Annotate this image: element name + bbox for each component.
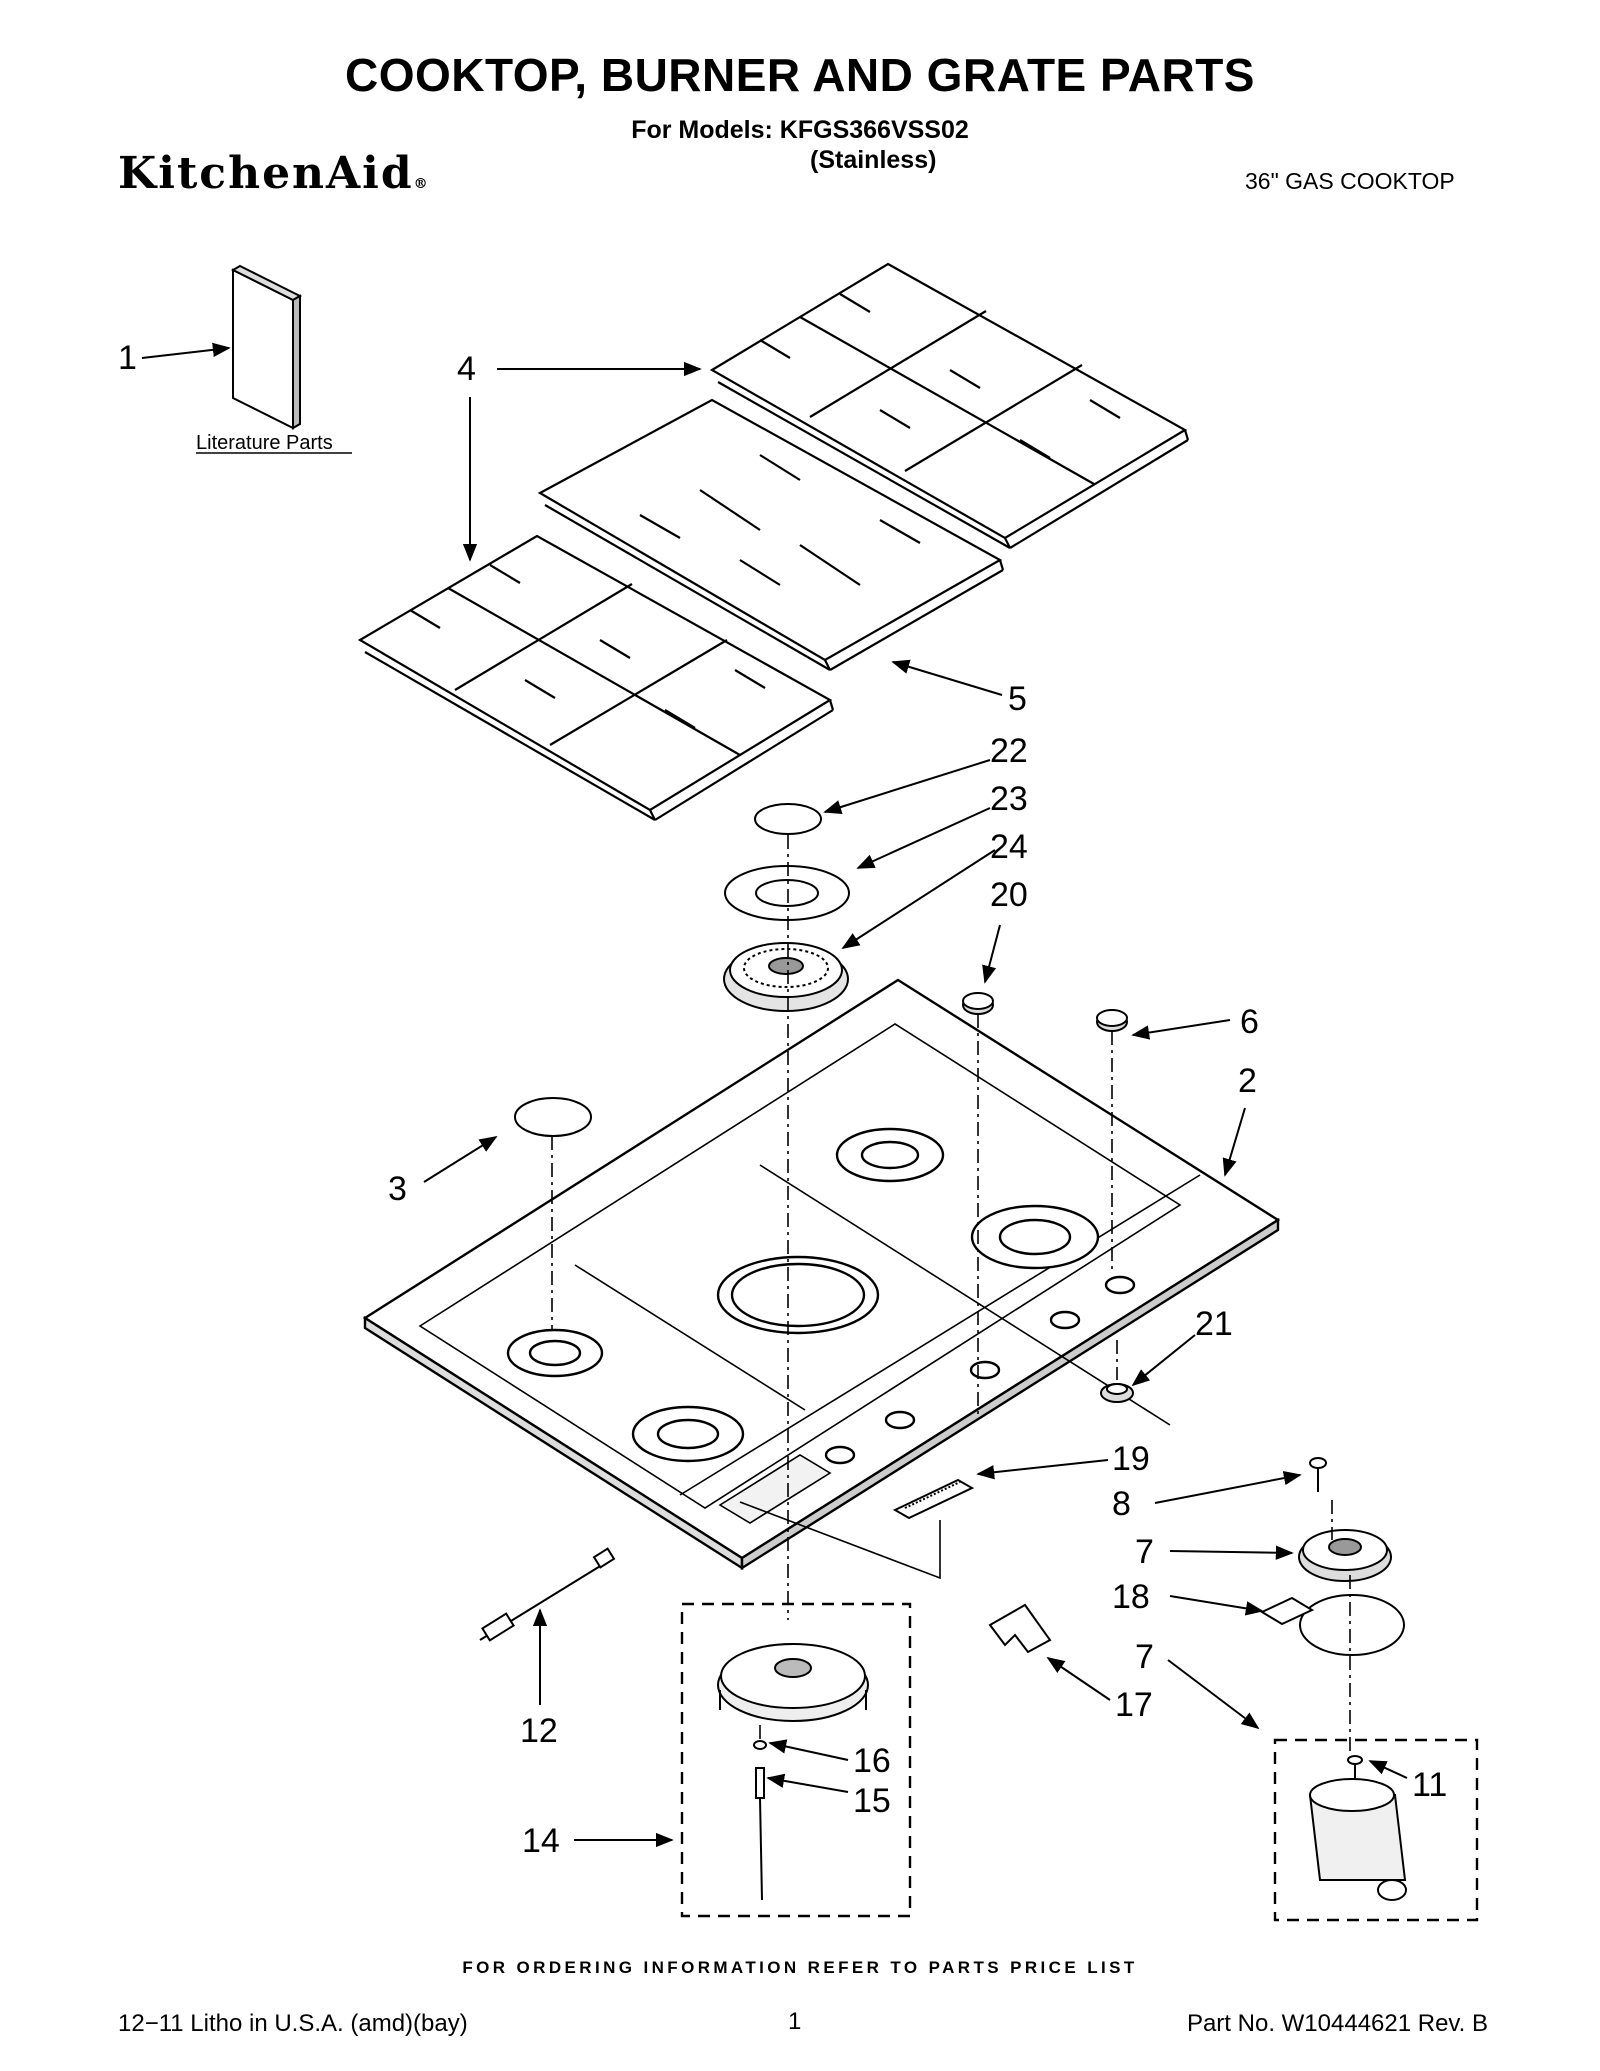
callout-11: 11 <box>1412 1766 1447 1804</box>
callout-arrows <box>141 342 1408 1848</box>
part-number: Part No. W10444621 Rev. B <box>1186 2010 1488 2037</box>
models-line: For Models: KFGS366VSS02 <box>631 116 969 144</box>
mounting-guide-line <box>739 1501 941 1580</box>
retainer-ring-18 <box>1259 1594 1405 1656</box>
burner-cap-3 <box>514 1097 592 1137</box>
callout-22: 22 <box>990 732 1028 770</box>
page-title: COOKTOP, BURNER AND GRATE PARTS <box>344 49 1255 101</box>
burner-head <box>723 942 849 1012</box>
callout-15: 15 <box>853 1782 891 1820</box>
registered-mark: ® <box>413 176 428 192</box>
grate-right <box>709 262 1190 549</box>
grate-center <box>537 398 1005 671</box>
assembly-box-7 <box>1273 1738 1479 1922</box>
burner-base-14 <box>717 1643 869 1722</box>
callout-24: 24 <box>990 828 1028 866</box>
callout-16: 16 <box>853 1742 891 1780</box>
cooktop-panel <box>362 978 1281 1571</box>
small-burner-cap-20 <box>962 992 994 1015</box>
small-burner-cap-6 <box>1096 1009 1128 1032</box>
callout-17: 17 <box>1115 1686 1153 1724</box>
callout-3: 3 <box>388 1170 407 1208</box>
page-number: 1 <box>788 2008 802 2035</box>
finish-label: (Stainless) <box>810 146 937 174</box>
brand-logo: KitchenAid® <box>118 148 428 199</box>
product-label: 36" GAS COOKTOP <box>1245 168 1455 194</box>
grommet-21 <box>1100 1383 1134 1403</box>
callout-2: 2 <box>1238 1062 1257 1100</box>
nameplate-19 <box>892 1478 975 1520</box>
screw-10 <box>1309 1457 1327 1492</box>
callout-21: 21 <box>1195 1305 1233 1343</box>
clip-17 <box>988 1603 1052 1654</box>
brand-name: KitchenAid <box>118 148 414 199</box>
litho-text: 12−11 Litho in U.S.A. (amd)(bay) <box>118 2010 468 2037</box>
literature-label: Literature Parts <box>196 432 333 454</box>
callout-4: 4 <box>457 350 476 388</box>
callout-20: 20 <box>990 876 1028 914</box>
callout-19: 19 <box>1112 1440 1150 1478</box>
spark-igniter-12 <box>479 1547 616 1642</box>
callout-8: 7 <box>1135 1533 1154 1571</box>
callout-7: 7 <box>1135 1638 1154 1676</box>
alignment-lines <box>551 835 1351 1755</box>
assembly-box-14 <box>680 1602 912 1918</box>
callout-12: 12 <box>520 1712 558 1750</box>
burner-cap <box>754 803 822 835</box>
burner-spreader-ring <box>724 865 850 921</box>
grate-left <box>357 534 835 821</box>
electrode-15-16 <box>753 1740 767 1901</box>
callout-5: 5 <box>1008 680 1027 718</box>
ordering-note: FOR ORDERING INFORMATION REFER TO PARTS … <box>462 1958 1138 1977</box>
callout-numbers: 1 4 5 22 23 24 20 6 2 3 21 19 8 7 18 7 1… <box>118 339 1447 1860</box>
burner-base-7 <box>1308 1755 1407 1901</box>
callout-6: 6 <box>1240 1003 1259 1041</box>
callout-18: 18 <box>1112 1578 1150 1616</box>
callout-10: 8 <box>1112 1485 1131 1523</box>
callout-23: 23 <box>990 780 1028 818</box>
callout-1: 1 <box>118 339 137 377</box>
burner-head-8 <box>1298 1529 1392 1582</box>
callout-14: 14 <box>522 1822 560 1860</box>
literature-booklet <box>230 264 303 430</box>
